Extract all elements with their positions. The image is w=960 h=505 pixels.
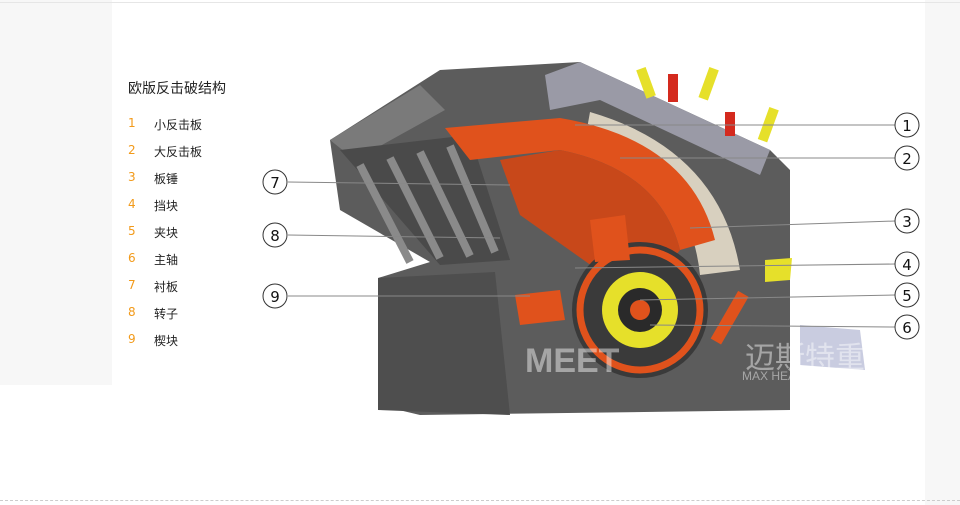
right-panel: [925, 0, 960, 505]
callout-5: 5: [894, 282, 920, 308]
callout-1: 1: [894, 112, 920, 138]
svg-text:7: 7: [270, 174, 280, 192]
wedge: [515, 290, 565, 325]
svg-text:4: 4: [902, 256, 912, 274]
svg-text:5: 5: [902, 287, 912, 305]
crusher-illustration: [330, 62, 865, 415]
motor: [800, 325, 865, 370]
svg-text:MAX HEAVY INDUSTRY: MAX HEAVY INDUSTRY: [742, 369, 875, 383]
callout-3: 3: [894, 208, 920, 234]
svg-text:迈斯特重工: 迈斯特重工: [745, 341, 895, 376]
lower-housing: [378, 272, 510, 415]
top-divider: [0, 2, 960, 3]
hammer: [590, 215, 630, 262]
flywheel: [576, 246, 704, 374]
feed-chute: [340, 135, 510, 265]
chute-ribs: [356, 144, 499, 264]
callout-6: 6: [894, 314, 920, 340]
leader-lines: [287, 124, 896, 328]
svg-text:9: 9: [270, 288, 280, 306]
legend-title: 欧版反击破结构: [128, 81, 226, 97]
bottom-divider: [0, 500, 960, 501]
svg-text:2: 2: [902, 150, 912, 168]
shaft-hub: [630, 300, 650, 320]
svg-text:6: 6: [902, 319, 912, 337]
svg-text:MEET: MEET: [525, 342, 620, 380]
callout-8: 8: [262, 222, 288, 248]
left-panel: [0, 0, 112, 385]
callout-4: 4: [894, 251, 920, 277]
feed-chute-top: [330, 85, 445, 160]
top-cover: [545, 62, 770, 175]
svg-text:8: 8: [270, 227, 280, 245]
watermark: MEET 迈斯特重工 MAX HEAVY INDUSTRY: [525, 341, 895, 383]
impact-plate-liner: [445, 118, 715, 250]
callouts: 1 2 3 4 5 6 7 8 9: [262, 112, 920, 340]
callout-2: 2: [894, 145, 920, 171]
callout-9: 9: [262, 283, 288, 309]
callout-7: 7: [262, 169, 288, 195]
svg-text:3: 3: [902, 213, 912, 231]
svg-text:1: 1: [902, 117, 912, 135]
